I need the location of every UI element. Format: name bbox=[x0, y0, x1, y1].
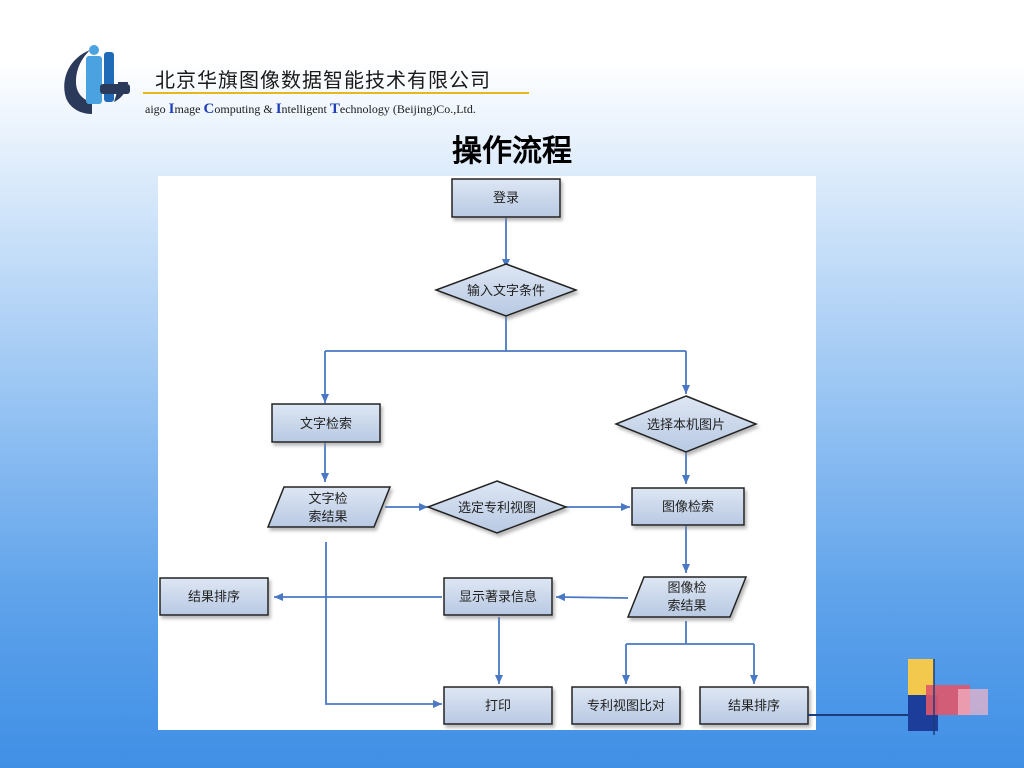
svg-text:文字检索: 文字检索 bbox=[300, 417, 352, 432]
flow-arrows bbox=[274, 217, 758, 708]
company-name-cn: 北京华旗图像数据智能技术有限公司 bbox=[155, 68, 491, 92]
node-login: 登录 bbox=[451, 178, 561, 218]
company-name-en: aigo Image Computing & Intelligent Techn… bbox=[145, 101, 476, 117]
svg-text:显示著录信息: 显示著录信息 bbox=[459, 589, 537, 605]
svg-text:文字检: 文字检 bbox=[308, 492, 347, 507]
svg-text:选择本机图片: 选择本机图片 bbox=[647, 418, 725, 433]
company-logo-icon bbox=[64, 45, 130, 114]
decorative-squares-icon bbox=[808, 659, 988, 735]
node-sort-results-left: 结果排序 bbox=[159, 577, 269, 616]
svg-text:图像检索: 图像检索 bbox=[662, 500, 714, 515]
node-image-search: 图像检索 bbox=[631, 487, 745, 526]
node-select-patent-view: 选定专利视图 bbox=[425, 480, 569, 534]
page-title: 操作流程 bbox=[452, 134, 572, 169]
svg-text:登录: 登录 bbox=[493, 191, 519, 206]
node-text-search: 文字检索 bbox=[271, 403, 381, 443]
node-sort-results-right: 结果排序 bbox=[699, 686, 809, 725]
svg-text:图像检: 图像检 bbox=[667, 581, 706, 596]
flowchart-panel bbox=[158, 176, 816, 730]
svg-text:专利视图比对: 专利视图比对 bbox=[587, 699, 665, 714]
node-patent-view-compare: 专利视图比对 bbox=[571, 686, 681, 725]
svg-text:索结果: 索结果 bbox=[308, 510, 347, 525]
node-print: 打印 bbox=[443, 686, 553, 725]
svg-text:索结果: 索结果 bbox=[667, 599, 706, 614]
node-input-text-conditions: 输入文字条件 bbox=[433, 263, 579, 317]
svg-text:打印: 打印 bbox=[485, 699, 511, 714]
flowchart: 登录 输入文字条件 文字检索 选择本机图片 文字检 索结果 选定专利视图 图像检… bbox=[159, 178, 809, 725]
svg-text:结果排序: 结果排序 bbox=[188, 590, 240, 605]
node-text-search-result: 文字检 索结果 bbox=[266, 486, 392, 528]
node-show-bibliographic-info: 显示著录信息 bbox=[443, 577, 553, 616]
node-image-search-result: 图像检 索结果 bbox=[626, 576, 748, 618]
svg-text:选定专利视图: 选定专利视图 bbox=[458, 501, 536, 516]
svg-text:输入文字条件: 输入文字条件 bbox=[467, 283, 545, 299]
svg-text:结果排序: 结果排序 bbox=[728, 699, 780, 714]
company-name-underline bbox=[143, 92, 529, 94]
node-select-local-image: 选择本机图片 bbox=[613, 395, 759, 453]
